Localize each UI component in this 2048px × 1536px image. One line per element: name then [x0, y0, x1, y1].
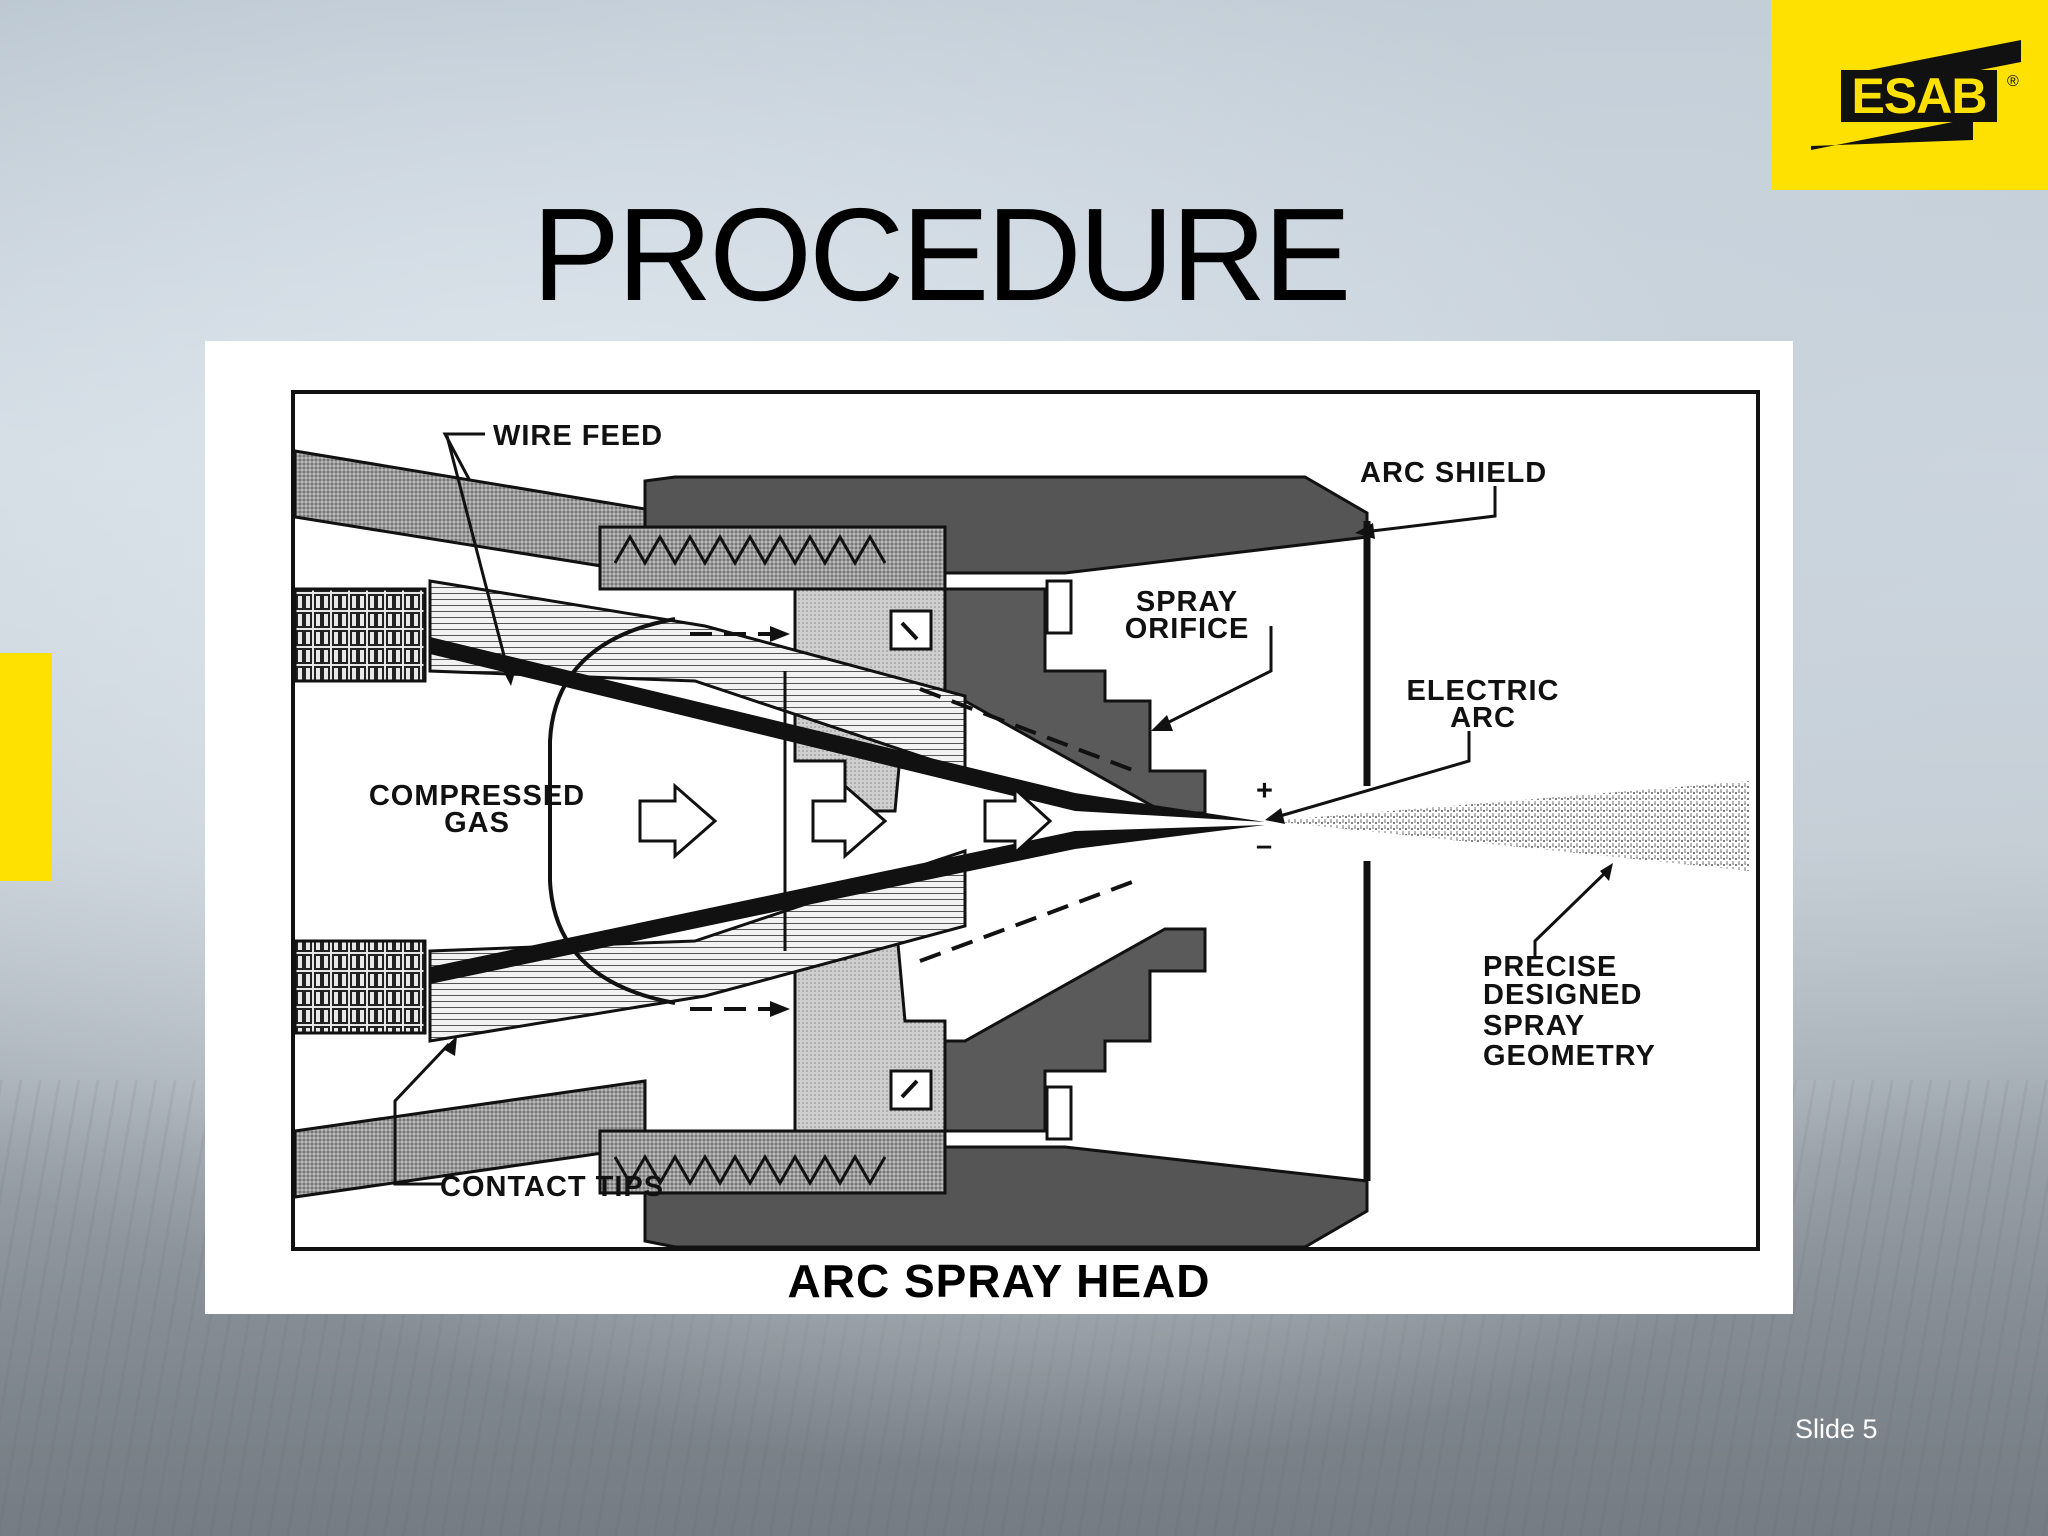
- registered-mark: ®: [2007, 73, 2019, 90]
- logo-text: ESAB: [1852, 68, 1987, 124]
- label-compressed-gas-line2: GAS: [444, 807, 510, 839]
- label-precise-line2: DESIGNED: [1483, 979, 1642, 1011]
- diagram-caption: ARC SPRAY HEAD: [788, 1255, 1211, 1307]
- label-compressed-gas-line1: COMPRESSED: [369, 780, 585, 812]
- label-electric-arc-line1: ELECTRIC: [1407, 675, 1560, 707]
- label-contact-tips: CONTACT TIPS: [440, 1171, 664, 1203]
- accent-bar: [0, 653, 52, 881]
- label-wire-feed: WIRE FEED: [493, 420, 663, 452]
- label-plus: +: [1256, 775, 1274, 807]
- arc-spray-head-diagram: WIRE FEED ARC SHIELD SPRAY ORIFICE ELECT…: [205, 341, 1793, 1314]
- label-precise-line3: SPRAY: [1483, 1010, 1585, 1042]
- label-minus: –: [1256, 830, 1273, 862]
- label-precise-line4: GEOMETRY: [1483, 1040, 1656, 1072]
- diagram-drawing: WIRE FEED ARC SHIELD SPRAY ORIFICE ELECT…: [291, 390, 1760, 1307]
- slide-number: Slide 5: [1795, 1414, 1878, 1444]
- label-spray-orifice-line1: SPRAY: [1136, 586, 1238, 618]
- esab-logo: ESAB ®: [1771, 0, 2048, 190]
- label-arc-shield: ARC SHIELD: [1360, 457, 1547, 489]
- label-electric-arc-line2: ARC: [1450, 702, 1516, 734]
- label-spray-orifice-line2: ORIFICE: [1125, 613, 1250, 645]
- label-precise-line1: PRECISE: [1483, 951, 1617, 983]
- slide-title: PROCEDURE: [532, 181, 1351, 328]
- esab-logo-mark: ESAB ®: [1811, 40, 2021, 150]
